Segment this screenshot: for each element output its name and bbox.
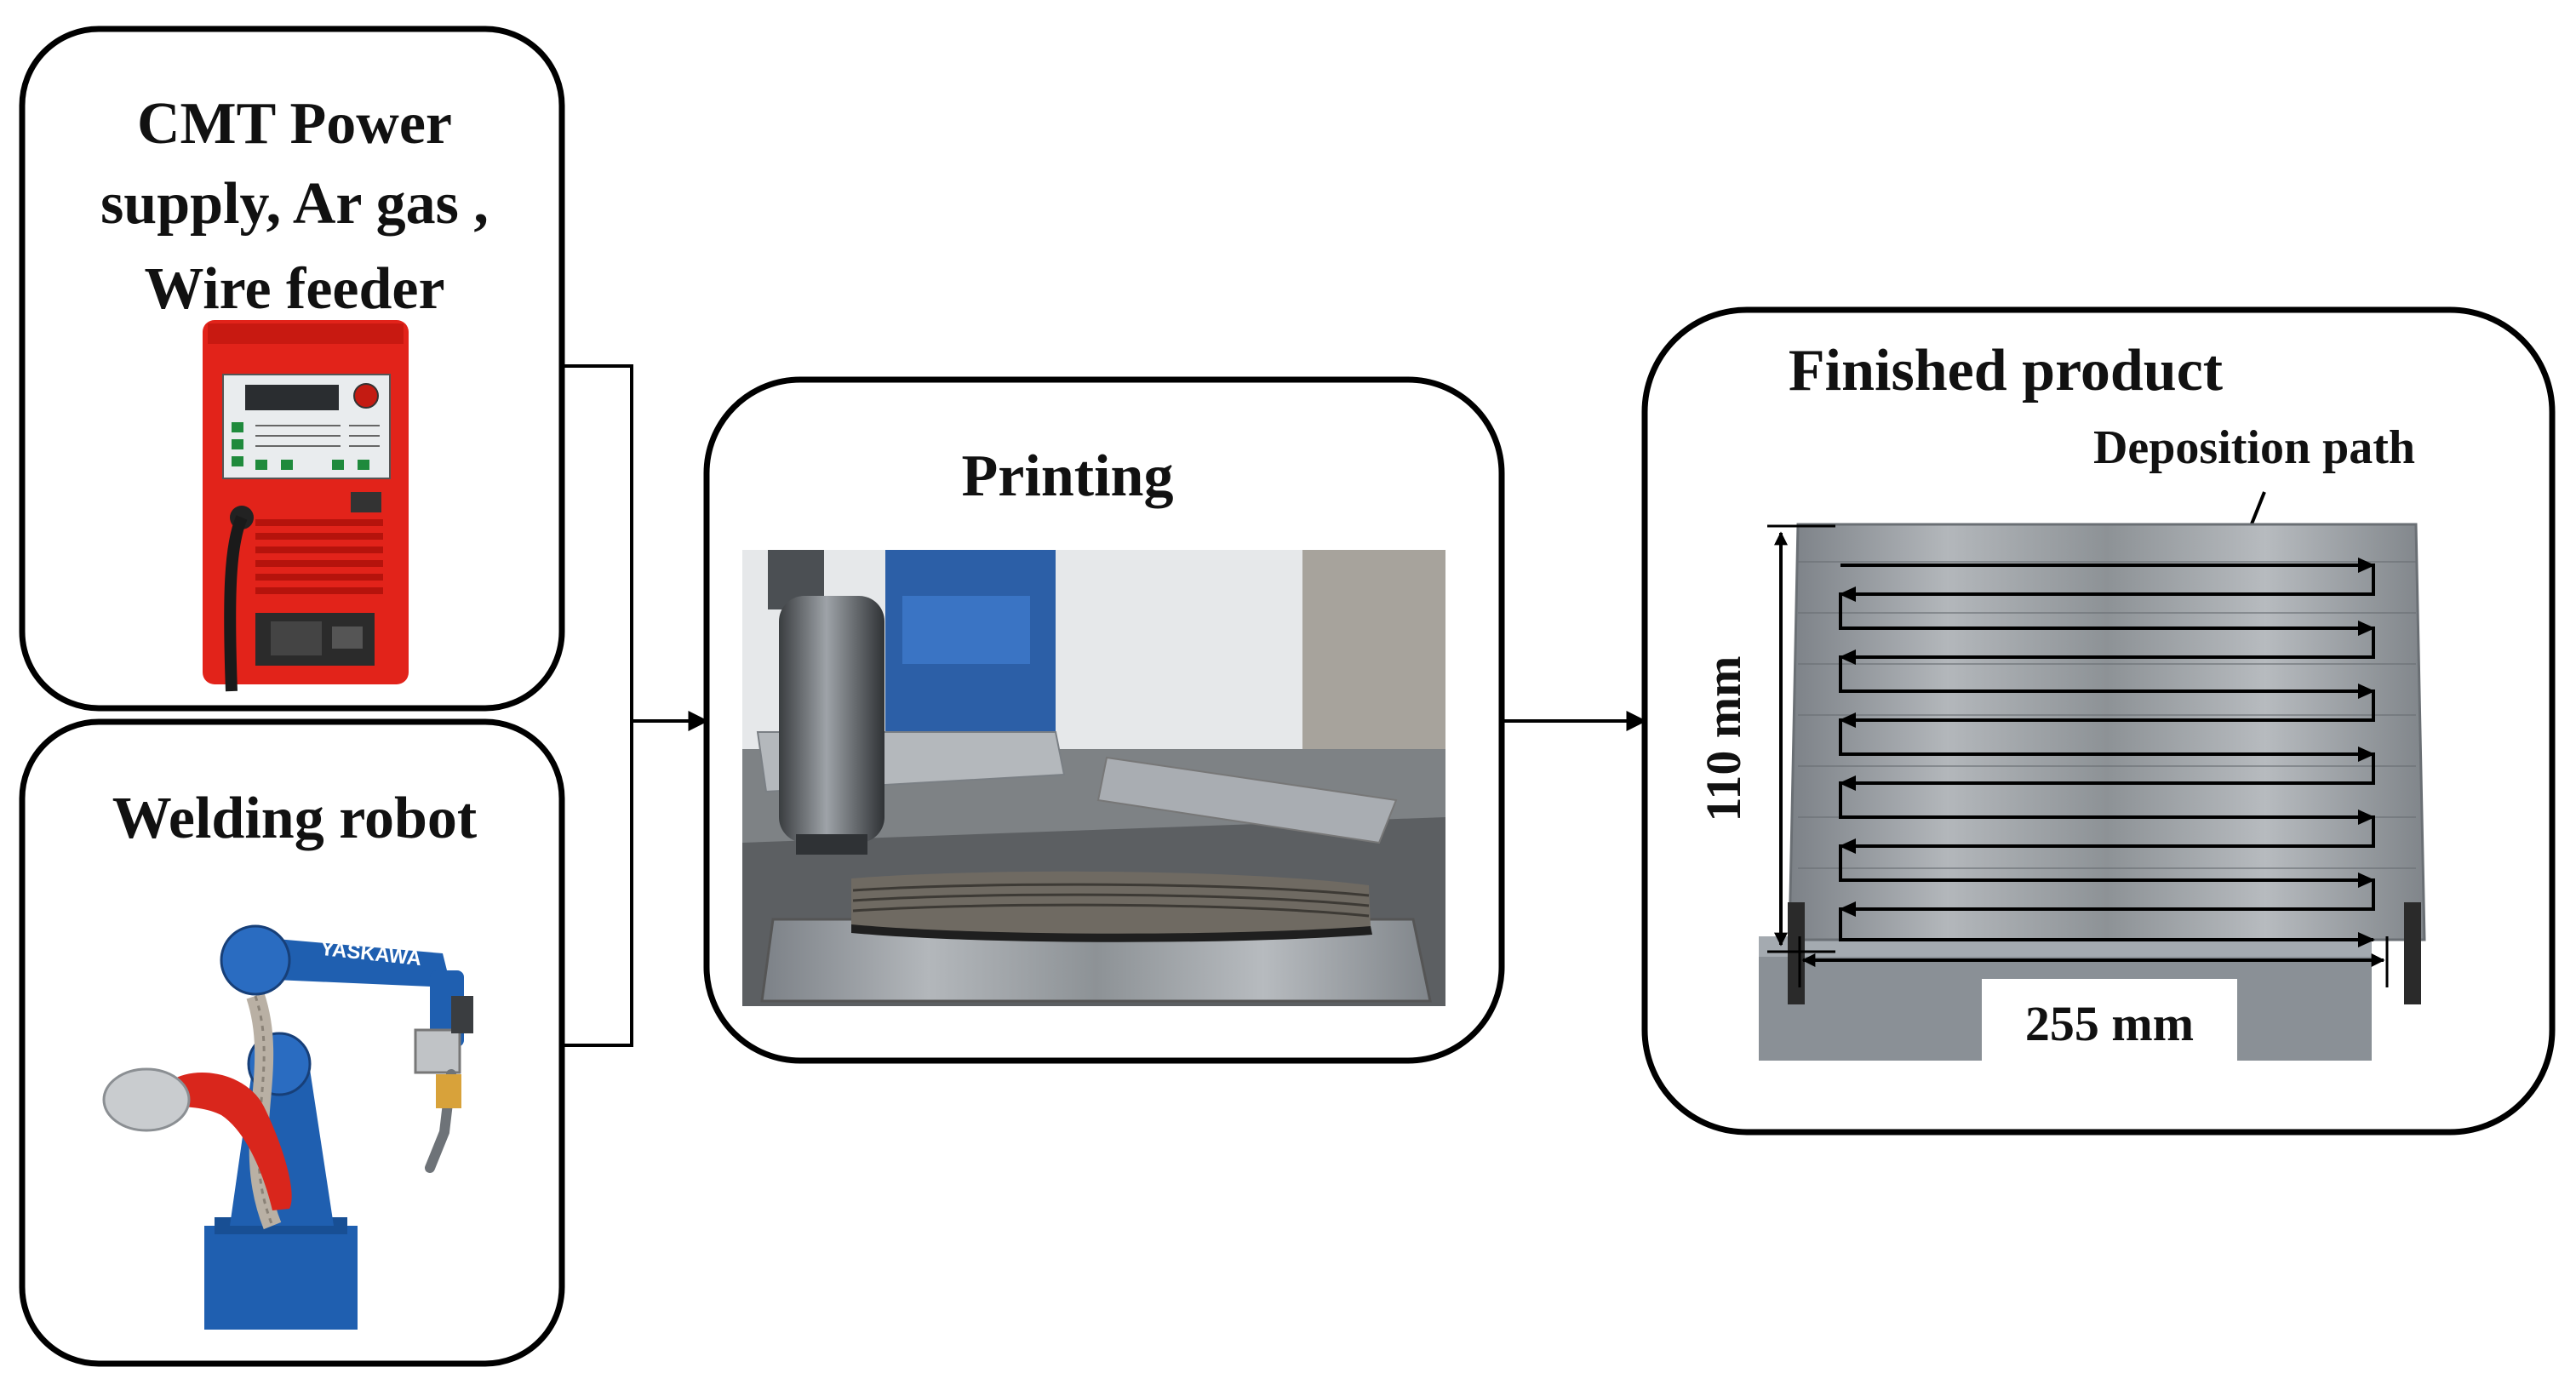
deposition-path-arrowhead: [2358, 810, 2375, 825]
deposition-path-arrowhead: [1839, 712, 1856, 728]
power-supply-label-line-2: supply, Ar gas ,: [100, 171, 489, 237]
power-supply-label-line-1: CMT Power: [137, 91, 452, 157]
deposition-path-arrowhead: [2358, 747, 2375, 762]
welding-robot-icon: YASKAWA: [102, 924, 473, 1330]
printing-box: Printing: [703, 376, 1505, 1064]
deposition-path-arrowhead: [2358, 558, 2375, 573]
finished-product-box: Finished product Deposition path: [1641, 306, 2556, 1136]
finished-product-label: Finished product: [1789, 338, 2223, 403]
power-supply-box: CMT Power supply, Ar gas , Wire feeder: [19, 26, 565, 712]
power-supply-label-line-3: Wire feeder: [144, 256, 444, 322]
deposition-path-arrowhead: [2358, 932, 2375, 947]
deposition-path-arrowhead: [2358, 621, 2375, 636]
power-source-machine-icon: [203, 320, 409, 692]
height-dimension: 110 mm: [1696, 524, 1835, 953]
printing-photo: [742, 550, 1445, 1006]
width-dimension: 255 mm: [1798, 936, 2389, 1051]
deposition-path-arrows: [1839, 558, 2375, 947]
deposition-path-arrowhead: [2358, 684, 2375, 699]
welding-robot-label: Welding robot: [112, 786, 478, 851]
welding-robot-box: Welding robot YASKAWA: [19, 718, 565, 1367]
deposition-path-arrowhead: [1839, 775, 1856, 791]
height-dimension-label: 110 mm: [1696, 656, 1751, 822]
deposition-path-arrowhead: [1839, 901, 1856, 917]
input-connector: [562, 364, 709, 1047]
width-dimension-label: 255 mm: [2025, 996, 2194, 1051]
finished-product-photo: [1759, 523, 2426, 1064]
printing-label: Printing: [962, 443, 1174, 509]
deposition-path-arrowhead: [1839, 649, 1856, 665]
deposition-path-arrowhead: [1839, 838, 1856, 854]
deposition-path-arrowhead: [1839, 586, 1856, 602]
deposition-path-arrowhead: [2358, 872, 2375, 888]
deposition-path-lines: [1839, 564, 2375, 941]
deposition-path-label: Deposition path: [2093, 421, 2415, 474]
